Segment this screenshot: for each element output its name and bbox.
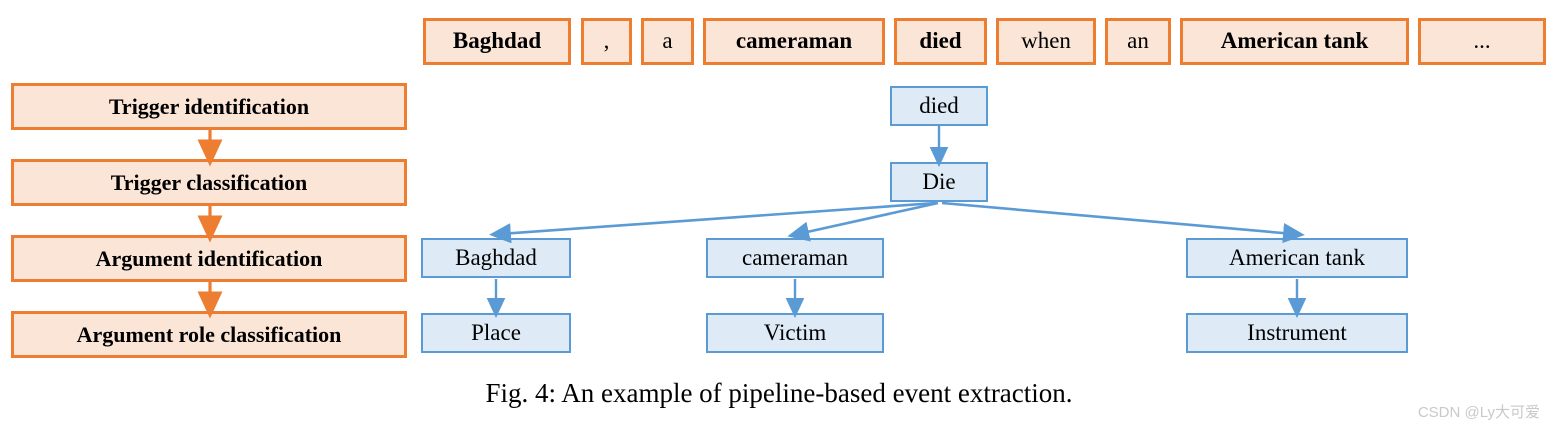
stage-label: Argument identification <box>95 245 323 271</box>
token-label: when <box>1021 28 1071 54</box>
token-label: died <box>919 28 962 54</box>
node-label: Place <box>471 319 521 345</box>
node-label: Baghdad <box>455 244 537 270</box>
node-label: Die <box>922 168 956 194</box>
token-label: ... <box>1473 28 1491 54</box>
node-label: American tank <box>1228 244 1366 270</box>
figure-caption: Fig. 4: An example of pipeline-based eve… <box>485 378 1073 408</box>
graph-node-trigger-span: died <box>890 86 988 126</box>
sentence-token-baghdad: Baghdad <box>423 18 571 65</box>
token-label: , <box>603 28 610 54</box>
csdn-watermark: CSDN @Ly大可爱 <box>1417 404 1540 421</box>
edge-die-to-american-tank <box>941 201 1305 244</box>
graph-node-event-type: Die <box>890 162 988 202</box>
stage-label: Trigger identification <box>108 93 310 119</box>
token-label: a <box>662 28 673 54</box>
stage-label: Trigger classification <box>110 169 308 195</box>
sentence-token-ellipsis: ... <box>1418 18 1546 65</box>
sentence-token-a: a <box>641 18 694 65</box>
sentence-token-cameraman: cameraman <box>703 18 885 65</box>
sentence-token-american-tank: American tank <box>1180 18 1409 65</box>
edge-die-to-baghdad <box>489 201 937 244</box>
sentence-token-an: an <box>1105 18 1171 65</box>
sentence-token-died: died <box>894 18 987 65</box>
sentence-token-comma: , <box>581 18 632 65</box>
node-label: Instrument <box>1247 319 1347 345</box>
pipeline-stage-argument-role-classification: Argument role classification <box>11 311 407 358</box>
token-label: cameraman <box>735 28 853 54</box>
graph-node-argument-baghdad: Baghdad <box>421 238 571 278</box>
edge-die-to-cameraman <box>787 201 939 242</box>
pipeline-stage-trigger-identification: Trigger identification <box>11 83 407 130</box>
sentence-token-when: when <box>996 18 1096 65</box>
token-label: American tank <box>1220 28 1369 54</box>
node-label: died <box>919 92 959 118</box>
token-label: Baghdad <box>452 28 542 54</box>
node-label: cameraman <box>742 244 848 270</box>
pipeline-stage-trigger-classification: Trigger classification <box>11 159 407 206</box>
graph-node-role-victim: Victim <box>706 313 884 353</box>
node-label: Victim <box>763 319 827 345</box>
graph-node-role-instrument: Instrument <box>1186 313 1408 353</box>
pipeline-stage-argument-identification: Argument identification <box>11 235 407 282</box>
graph-node-argument-american-tank: American tank <box>1186 238 1408 278</box>
stage-label: Argument role classification <box>76 321 342 347</box>
token-label: an <box>1127 28 1149 54</box>
graph-node-role-place: Place <box>421 313 571 353</box>
graph-node-argument-cameraman: cameraman <box>706 238 884 278</box>
